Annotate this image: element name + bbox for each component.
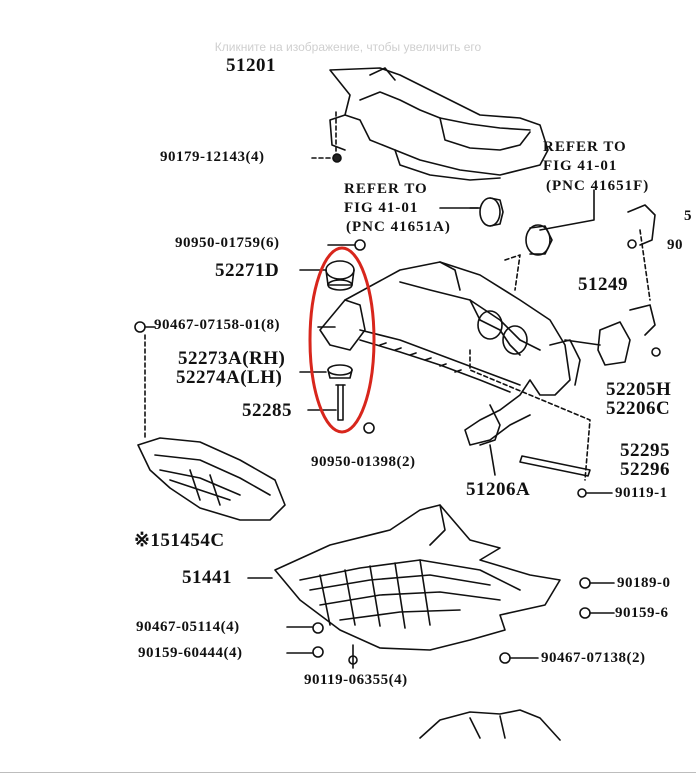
- refer-fig-label-2: FIG 41-01: [344, 200, 419, 216]
- bottom-divider: [0, 772, 696, 773]
- refer-pnc-label-1: (PNC 41651F): [546, 178, 650, 194]
- label-52274a-lh: 52274A(LH): [176, 367, 283, 388]
- enlarge-hint: Кликните на изображение, чтобы увеличить…: [214, 40, 482, 54]
- label-52295: 52295: [620, 440, 670, 461]
- cover-51441-drawing: [274, 504, 561, 651]
- label-90950-01398: 90950-01398(2): [311, 454, 416, 470]
- label-90950-01759: 90950-01759(6): [175, 235, 280, 251]
- refer-to-label-1: REFER TO: [543, 139, 627, 155]
- label-90159-6: 90159-6: [615, 605, 669, 621]
- label-52206c: 52206C: [606, 398, 671, 419]
- label-90119-1: 90119-1: [615, 485, 668, 501]
- label-5-cut: 5: [684, 208, 692, 224]
- mount-stack-drawing: [325, 260, 375, 434]
- refer-to-label-2: REFER TO: [344, 181, 428, 197]
- refer-fig-label-1: FIG 41-01: [543, 158, 618, 174]
- label-90467-07138: 90467-07138(2): [541, 650, 646, 666]
- label-52205h: 52205H: [606, 379, 672, 400]
- label-51206a: 51206A: [466, 479, 531, 500]
- label-90159-60444: 90159-60444(4): [138, 645, 243, 661]
- label-51454c: ※151454C: [134, 530, 225, 551]
- lower-part-drawing: [419, 709, 561, 741]
- refer-pnc-label-2: (PNC 41651A): [346, 219, 451, 235]
- label-51249: 51249: [578, 274, 628, 295]
- bushing-right-b: [525, 224, 553, 256]
- label-90467-05114: 90467-05114(4): [136, 619, 240, 635]
- label-90179-12143: 90179-12143(4): [160, 149, 265, 165]
- label-52271d: 52271D: [215, 260, 280, 281]
- label-51201: 51201: [226, 55, 276, 76]
- label-90119-06355: 90119-06355(4): [304, 672, 408, 688]
- label-52285: 52285: [242, 400, 292, 421]
- label-90467-07158-01: 90467-07158-01(8): [154, 317, 280, 333]
- label-90189-0: 90189-0: [617, 575, 671, 591]
- bracket-right-top-drawing: [627, 204, 656, 249]
- shield-51454c-drawing: [137, 437, 286, 521]
- bracket-52205h-drawing: [564, 304, 656, 366]
- rod-52295-drawing: [519, 455, 591, 477]
- part-51201-drawing: [329, 67, 549, 181]
- label-52273a-rh: 52273A(RH): [178, 348, 286, 369]
- highlight-circle: [308, 246, 376, 434]
- rear-subframe-drawing: [319, 261, 581, 446]
- label-51441: 51441: [182, 567, 232, 588]
- label-52296: 52296: [620, 459, 670, 480]
- label-90-cut: 90: [667, 237, 683, 253]
- bushing-right-a: [479, 197, 504, 227]
